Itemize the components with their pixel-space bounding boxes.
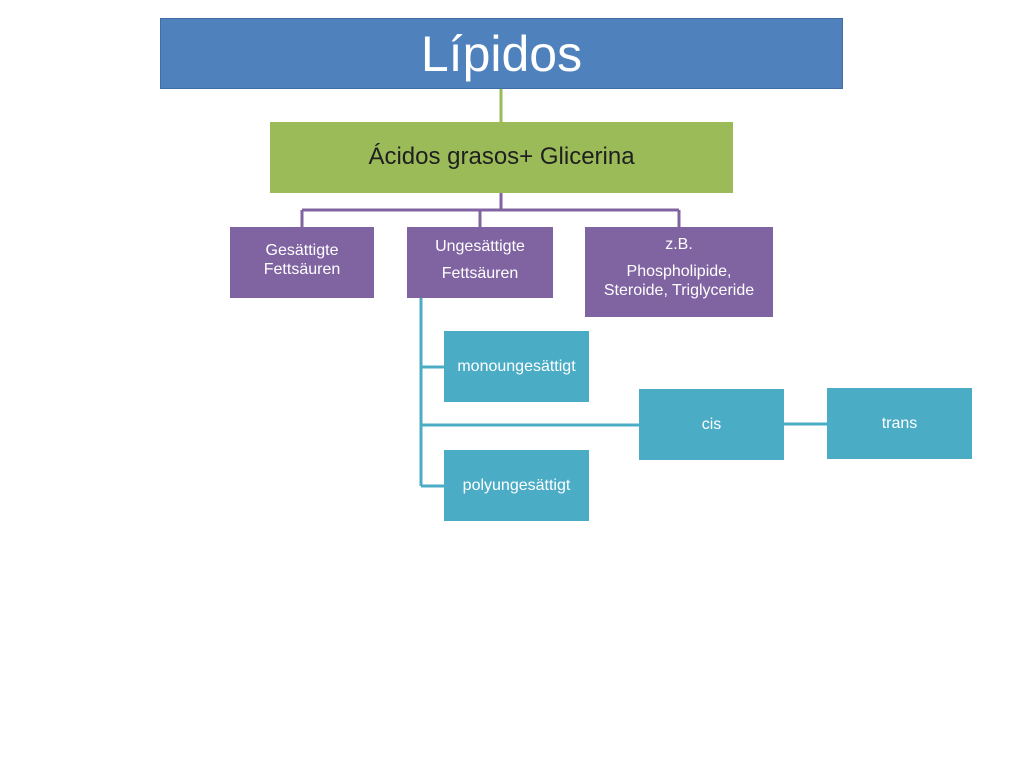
monounsaturated-text: monoungesättigt: [457, 357, 576, 375]
polyunsaturated-text: polyungesättigt: [462, 476, 571, 494]
title-text: Lípidos: [420, 25, 583, 82]
trans-text: trans: [881, 415, 918, 432]
unsaturated-line-2: Fettsäuren: [441, 265, 519, 283]
trans-node: trans: [827, 388, 972, 459]
monounsaturated-node: monoungesättigt: [444, 331, 589, 402]
unsaturated-line-1: Ungesättigte: [435, 238, 525, 255]
example-label: z.B.: [665, 236, 693, 253]
example-node: z.B. Phospholipide, Steroide, Triglyceri…: [585, 227, 773, 317]
example-line-1: Phospholipide,: [626, 263, 732, 281]
example-line-2: Steroide, Triglyceride: [603, 282, 755, 300]
title-node: Lípidos: [160, 18, 843, 89]
cis-text: cis: [701, 415, 722, 433]
polyunsaturated-node: polyungesättigt: [444, 450, 589, 521]
unsaturated-fatty-acids-node: Ungesättigte Fettsäuren: [407, 227, 553, 298]
saturated-line-1: Gesättigte: [265, 242, 339, 259]
root-node: Ácidos grasos+ Glicerina: [270, 122, 733, 193]
saturated-line-2: Fettsäuren: [263, 261, 341, 279]
root-text: Ácidos grasos+ Glicerina: [368, 143, 635, 171]
saturated-fatty-acids-node: Gesättigte Fettsäuren: [230, 227, 374, 298]
cis-node: cis: [639, 389, 784, 460]
